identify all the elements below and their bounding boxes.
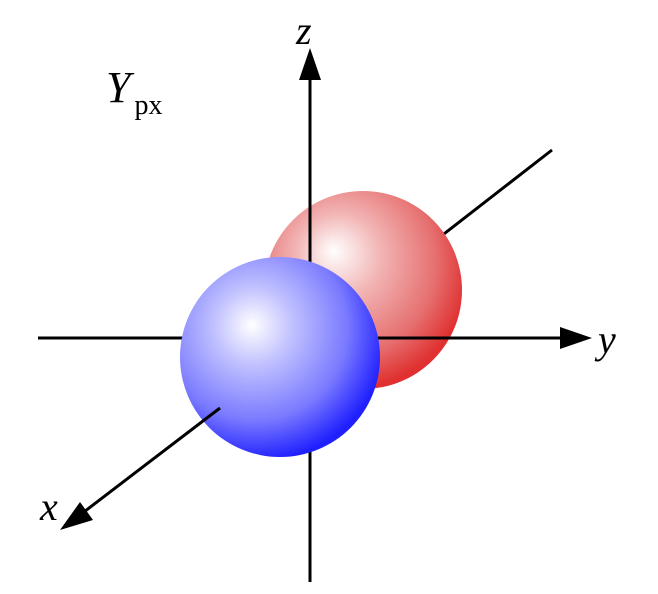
front-lobe xyxy=(180,257,380,457)
orbital-title-subscript: px xyxy=(134,90,162,121)
orbital-title-main: Y xyxy=(106,63,135,112)
x-axis-front xyxy=(75,406,221,520)
z-axis-arrowhead xyxy=(299,48,321,80)
y-axis-arrowhead xyxy=(560,327,592,349)
x-axis-arrowhead xyxy=(60,502,93,530)
z-axis-label: z xyxy=(295,8,312,53)
x-axis-label: x xyxy=(39,484,58,529)
orbital-title: Y px xyxy=(106,63,162,121)
y-axis-label: y xyxy=(594,317,616,362)
